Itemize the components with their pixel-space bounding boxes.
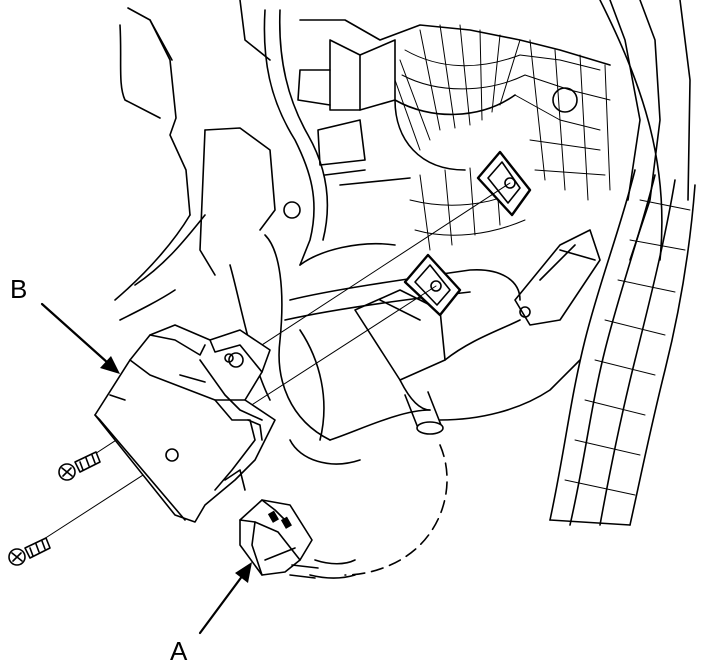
electrical-connector xyxy=(239,499,319,579)
label-a: A xyxy=(170,636,188,666)
wire-harness-right xyxy=(549,169,696,526)
screw-lower xyxy=(8,537,51,566)
bracket-clip-upper xyxy=(476,150,532,217)
dashboard-structure xyxy=(114,0,696,526)
screw-alignment-lines xyxy=(29,182,511,549)
label-b: B xyxy=(10,274,27,304)
bracket-clip-lower xyxy=(403,253,462,317)
control-unit xyxy=(94,324,276,523)
connector-wire xyxy=(309,391,448,579)
callout-arrow-b xyxy=(40,302,120,374)
blower-grille xyxy=(394,24,611,251)
screw-upper xyxy=(58,451,101,481)
callout-arrow-a xyxy=(198,562,252,635)
